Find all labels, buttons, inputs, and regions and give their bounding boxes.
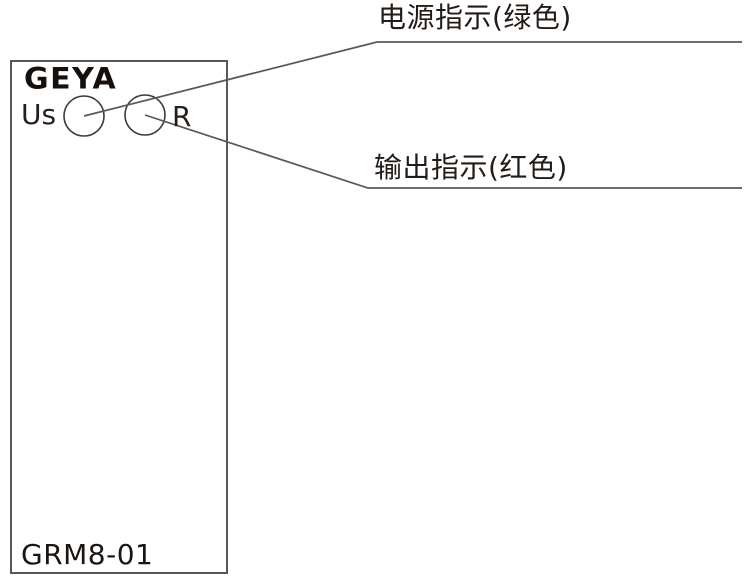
output-callout-leader-line <box>144 114 742 189</box>
power-indicator-callout-label: 电源指示(绿色) <box>378 1 572 34</box>
power-led-label: Us <box>21 98 57 131</box>
output-indicator-callout-label: 输出指示(红色) <box>374 151 568 184</box>
power-callout-leader-line <box>83 41 742 117</box>
device-panel-outline <box>10 60 228 574</box>
model-number-label: GRM8-01 <box>21 538 154 571</box>
output-led-label: R <box>172 100 192 133</box>
brand-logo: GEYA <box>24 62 118 97</box>
